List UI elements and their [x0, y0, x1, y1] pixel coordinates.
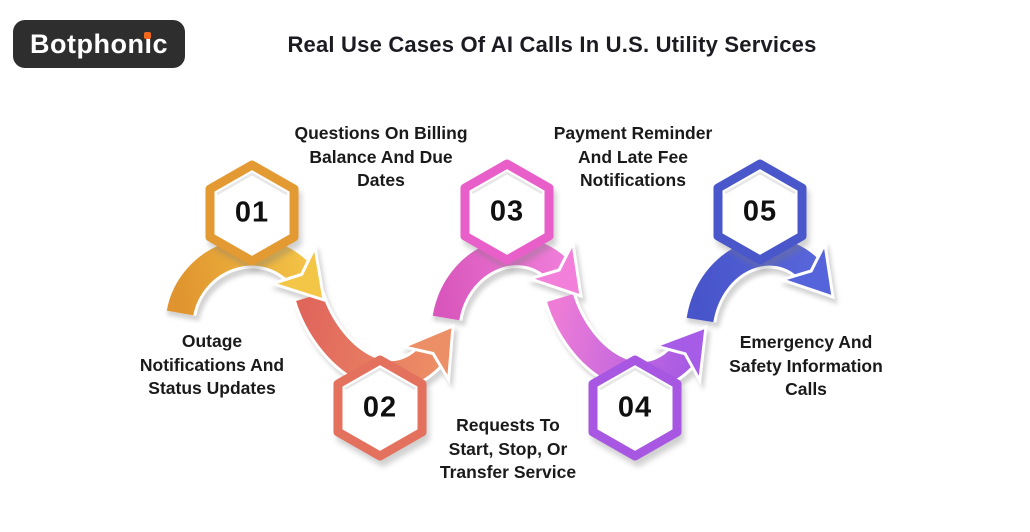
- step-4-hexagon: [588, 355, 682, 461]
- step-2-hexagon: [333, 355, 427, 461]
- arrow-4-head: [650, 324, 708, 386]
- step-3-hexagon: [460, 159, 554, 265]
- step-4-label: Payment Reminder And Late Fee Notificati…: [553, 122, 713, 190]
- step-hexagons: [205, 159, 807, 461]
- step-5-number: 05: [742, 195, 778, 228]
- step-1-hexagon: [205, 160, 299, 266]
- arrow-1-head: [267, 242, 326, 303]
- logo-i-dot-icon: [144, 32, 151, 39]
- step-4-number: 04: [617, 391, 653, 424]
- step-1-number: 01: [234, 196, 270, 229]
- step-1-label: Outage Notifications And Status Updates: [139, 330, 285, 398]
- page-title: Real Use Cases Of AI Calls In U.S. Utili…: [287, 32, 817, 57]
- step-2-number: 02: [362, 391, 398, 424]
- step-5-hexagon: [713, 159, 807, 265]
- arrow-2-head: [398, 323, 455, 385]
- step-3-label: Requests To Start, Stop, Or Transfer Ser…: [439, 414, 577, 482]
- step-5-label: Emergency And Safety Information Calls: [729, 331, 883, 399]
- arrow-3-head: [525, 237, 583, 299]
- step-2-label: Questions On Billing Balance And Due Dat…: [294, 122, 468, 190]
- logo: Botphonic: [13, 20, 185, 68]
- arrow-5-head: [777, 238, 835, 300]
- step-3-number: 03: [489, 195, 525, 228]
